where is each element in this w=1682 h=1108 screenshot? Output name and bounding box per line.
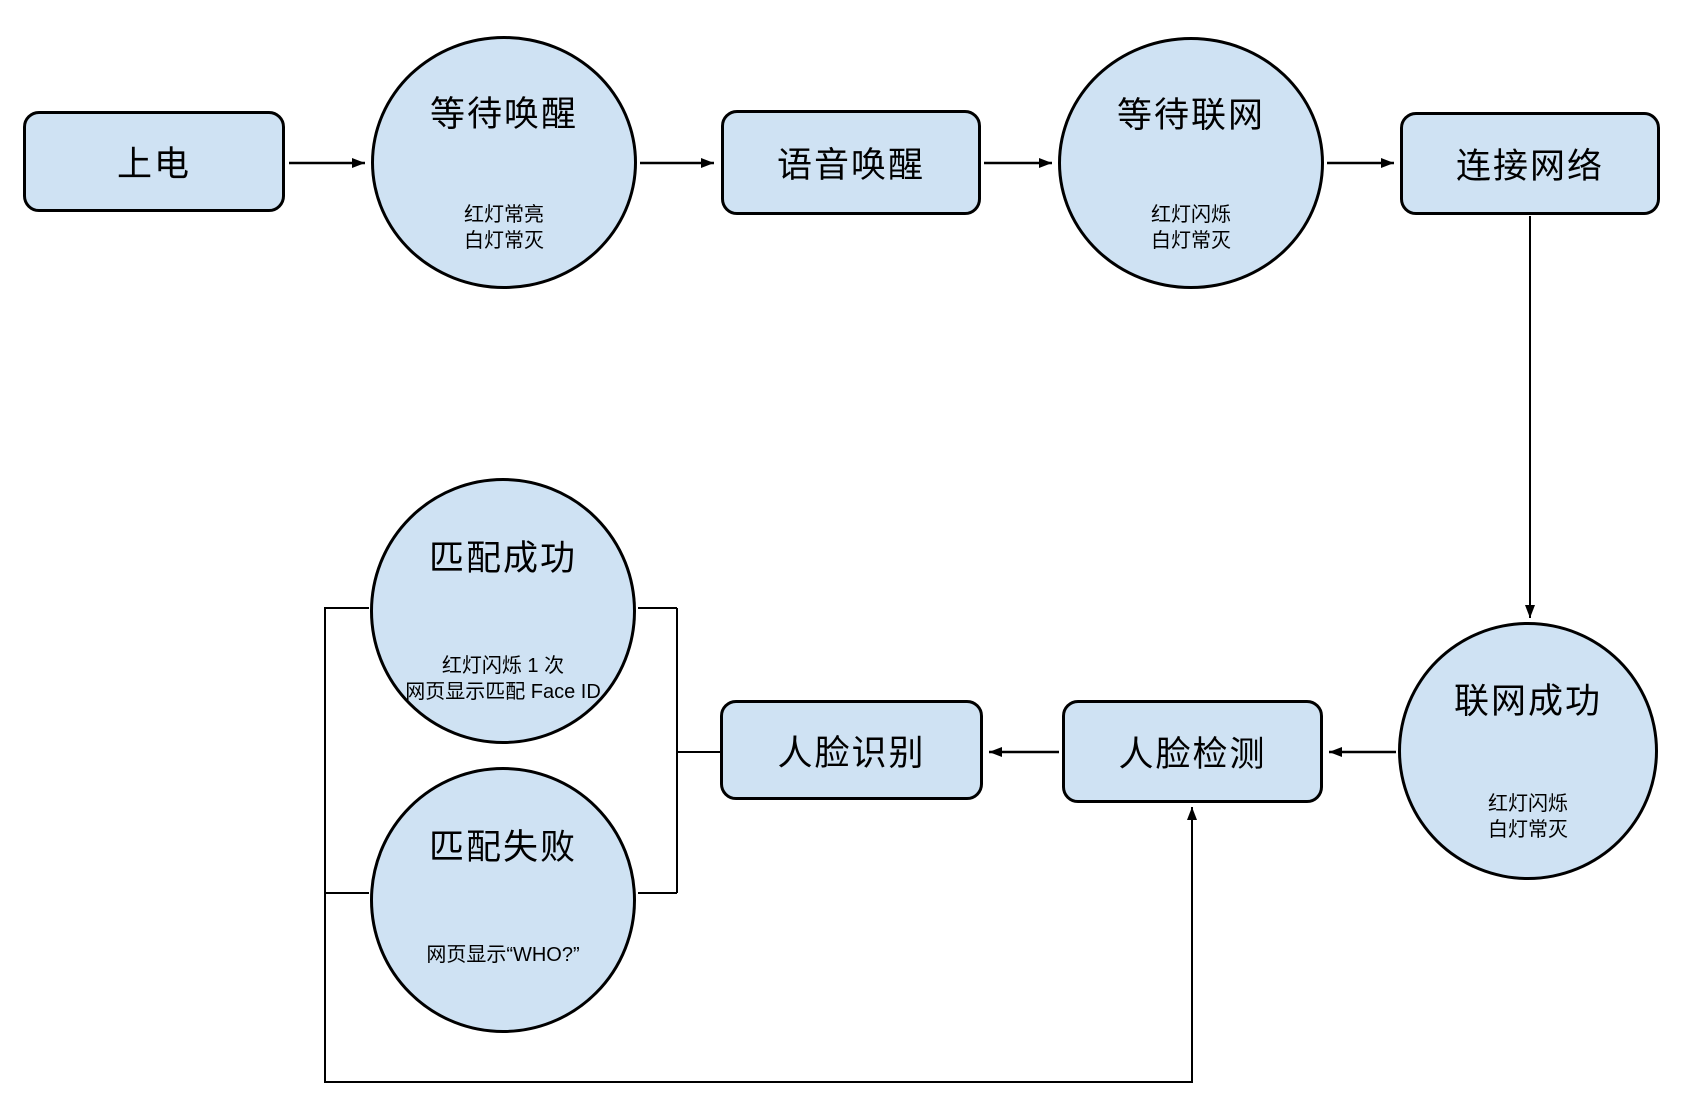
node-label: 语音唤醒 (776, 146, 925, 185)
note-line: 白灯常灭 (1488, 819, 1568, 842)
node-notes: 红灯闪烁 白灯常灭 (1401, 791, 1655, 843)
node-label: 匹配失败 (428, 828, 577, 868)
node-match-fail: 匹配失败 网页显示“WHO?” (370, 767, 636, 1033)
node-notes: 网页显示“WHO?” (373, 942, 633, 968)
node-face-recognize: 人脸识别 (720, 700, 983, 800)
node-label: 等待唤醒 (429, 94, 578, 134)
node-network-success: 联网成功 红灯闪烁 白灯常灭 (1398, 622, 1658, 880)
note-line: 白灯常灭 (464, 230, 544, 253)
node-label: 上电 (116, 145, 191, 184)
note-line: 白灯常灭 (1151, 230, 1231, 253)
note-line: 红灯闪烁 1 次 (441, 654, 565, 677)
node-label: 人脸识别 (777, 733, 926, 773)
node-voice-wake: 语音唤醒 (721, 110, 981, 215)
node-wait-network: 等待联网 红灯闪烁 白灯常灭 (1058, 37, 1324, 289)
node-connect-network: 连接网络 (1400, 112, 1660, 215)
note-line: 红灯闪烁 (1151, 204, 1231, 227)
node-label: 联网成功 (1453, 681, 1602, 721)
node-label: 连接网络 (1455, 147, 1604, 186)
node-match-success: 匹配成功 红灯闪烁 1 次 网页显示匹配 Face ID (370, 478, 636, 744)
edge-facerecognize-to-match-bracket (638, 607, 720, 894)
note-line: 红灯常亮 (464, 204, 544, 227)
node-label: 匹配成功 (428, 539, 577, 579)
edge-match-loop-to-facedetect (324, 607, 1197, 1083)
node-notes: 红灯闪烁 1 次 网页显示匹配 Face ID (373, 653, 633, 705)
node-notes: 红灯常亮 白灯常灭 (374, 202, 634, 254)
note-line: 网页显示匹配 Face ID (405, 680, 601, 703)
note-line: 红灯闪烁 (1488, 793, 1568, 816)
node-label: 人脸检测 (1118, 735, 1267, 774)
node-power-on: 上电 (23, 111, 285, 212)
node-notes: 红灯闪烁 白灯常灭 (1061, 202, 1321, 254)
note-line: 网页显示“WHO?” (426, 943, 580, 966)
node-label: 等待联网 (1116, 95, 1265, 135)
node-wait-wake: 等待唤醒 红灯常亮 白灯常灭 (371, 36, 637, 289)
node-face-detect: 人脸检测 (1062, 700, 1323, 803)
